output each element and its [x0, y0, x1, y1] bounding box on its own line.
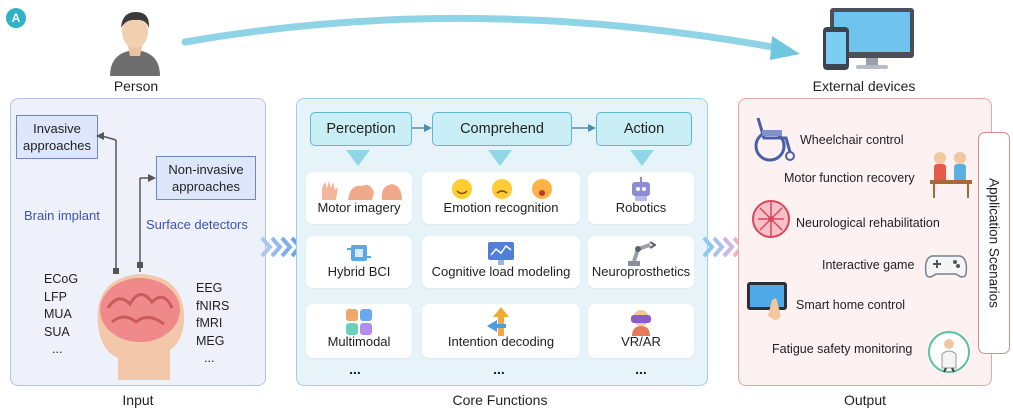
arrows-icon — [487, 307, 509, 336]
neural-brain-icon — [752, 200, 790, 238]
noninvasive-approaches-box: Non-invasive approaches — [156, 156, 256, 200]
card-label: Robotics — [615, 200, 667, 215]
panel-letter-badge: A — [6, 8, 26, 28]
signal-item: ... — [52, 342, 63, 356]
chip-icon — [347, 245, 371, 261]
card-hybrid-bci: Hybrid BCI — [306, 236, 412, 288]
card-label: Hybrid BCI — [327, 264, 391, 279]
signal-item: fNIRS — [196, 298, 230, 313]
signal-item: MEG — [196, 333, 225, 348]
brain-head-icon — [97, 274, 185, 380]
more-dots-perception: ... — [349, 361, 361, 377]
card-intention-decoding: Intention decoding — [422, 304, 580, 358]
signal-item: ... — [204, 351, 215, 365]
tablet-icon — [747, 282, 787, 320]
application-scenarios-label: Application Scenarios — [986, 178, 1002, 308]
signal-item: EEG — [196, 281, 223, 295]
output-item-wheelchair: Wheelchair control — [800, 133, 904, 147]
hand-icon — [322, 181, 402, 200]
output-item-smart-home: Smart home control — [796, 298, 906, 312]
step-flow-arrows — [346, 124, 654, 166]
signal-item: SUA — [44, 324, 70, 339]
signal-item: fMRI — [196, 316, 223, 330]
card-neuroprosthetics: Neuroprosthetics — [588, 236, 694, 288]
person-label: Person — [113, 78, 159, 94]
step-action: Action — [596, 112, 692, 146]
core-functions-caption: Core Functions — [452, 392, 548, 408]
output-item-interactive-game: Interactive game — [822, 258, 915, 272]
card-label: Multimodal — [327, 334, 391, 349]
input-connector-lines — [96, 132, 156, 274]
output-caption: Output — [843, 392, 887, 408]
rehab-people-icon — [930, 152, 972, 198]
emoji-icon — [452, 179, 552, 199]
card-emotion-recognition: Emotion recognition — [422, 172, 580, 224]
card-label: Cognitive load modeling — [431, 264, 571, 279]
card-multimodal: Multimodal — [306, 304, 412, 358]
step-perception: Perception — [310, 112, 412, 146]
chart-icon — [488, 242, 514, 265]
invasive-approaches-box: Invasive approaches — [16, 115, 98, 159]
external-devices-label: External devices — [812, 78, 916, 94]
card-cognitive-load-modeling: Cognitive load modeling — [422, 236, 580, 288]
card-vr-ar: VR/AR — [588, 304, 694, 358]
robot-icon — [632, 177, 650, 201]
gamepad-icon — [924, 255, 968, 278]
signal-item: LFP — [44, 289, 67, 304]
more-dots-comprehend: ... — [493, 361, 505, 377]
multimodal-icon — [346, 309, 372, 335]
card-label: Emotion recognition — [443, 200, 559, 215]
card-label: Neuroprosthetics — [591, 264, 691, 279]
step-comprehend: Comprehend — [432, 112, 572, 146]
output-item-fatigue-monitoring: Fatigue safety monitoring — [772, 342, 913, 356]
person-icon — [110, 12, 160, 76]
signal-item: MUA — [44, 307, 72, 321]
wheelchair-icon — [754, 117, 795, 162]
invasive-signal-list: ECoG LFP MUA SUA ... — [44, 271, 78, 359]
noninvasive-signal-list: EEG fNIRS fMRI MEG ... — [196, 280, 229, 368]
vr-headset-icon — [631, 310, 651, 336]
input-caption: Input — [122, 392, 154, 408]
doctor-icon — [928, 331, 970, 373]
surface-detectors-label: Surface detectors — [146, 217, 248, 232]
output-item-motor-recovery: Motor function recovery — [784, 171, 915, 185]
phone-icon — [823, 27, 849, 70]
card-label: VR/AR — [621, 334, 661, 349]
brain-implant-label: Brain implant — [24, 208, 100, 223]
card-robotics: Robotics — [588, 172, 694, 224]
more-dots-action: ... — [635, 361, 647, 377]
robot-arm-icon — [628, 241, 656, 266]
application-scenarios-tab: Application Scenarios — [978, 132, 1010, 354]
card-label: Intention decoding — [447, 334, 555, 349]
card-label: Motor imagery — [317, 200, 401, 215]
output-item-neurological-rehab: Neurological rehabilitation — [796, 216, 940, 230]
card-motor-imagery: Motor imagery — [306, 172, 412, 224]
signal-item: ECoG — [44, 272, 79, 286]
